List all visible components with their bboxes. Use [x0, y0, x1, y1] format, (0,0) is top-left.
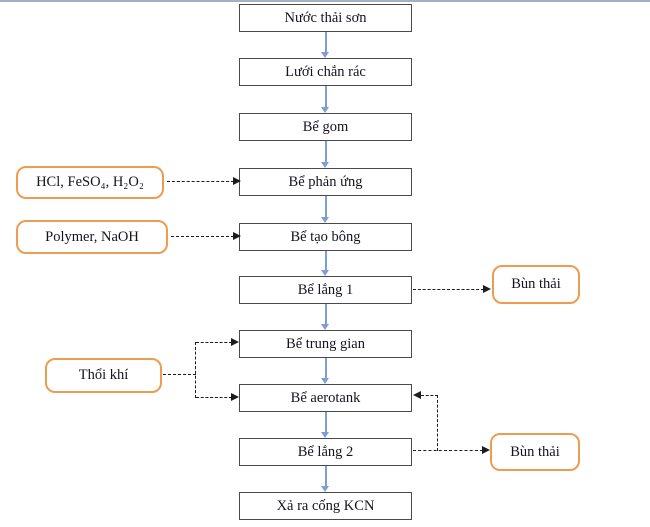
annotation-box-bun-thai-2: Bùn thải	[490, 433, 580, 471]
process-box-nuoc-thai-son: Nước thải sơn	[239, 4, 412, 32]
dashed-arrow-thoi-khi-to-be-aerotank	[196, 397, 232, 398]
flow-down-arrow-8	[321, 412, 330, 438]
dashed-line-sludge-recycle-riser	[437, 395, 438, 451]
annotation-box-polymer-naoh: Polymer, NaOH	[16, 220, 168, 254]
annotation-box-thoi-khi: Thổi khí	[45, 358, 162, 393]
flow-down-arrow-2	[321, 86, 330, 113]
flow-down-arrow-3	[321, 141, 330, 168]
arrowhead-sludge-recycle-to-be-aerotank	[413, 391, 421, 399]
flow-down-arrow-9	[321, 466, 330, 492]
annotation-box-bun-thai-1: Bùn thải	[492, 265, 580, 304]
process-box-be-gom: Bể gom	[239, 113, 412, 141]
flow-down-arrow-7	[321, 358, 330, 384]
dashed-arrow-thoi-khi-to-be-trung-gian	[196, 342, 232, 343]
annotation-box-chemicals-hcl: HCl, FeSO₄, H₂O₂	[16, 166, 164, 199]
process-box-be-tao-bong: Bể tạo bông	[239, 223, 412, 251]
process-box-be-lang-1: Bể lắng 1	[239, 276, 412, 304]
dashed-arrow-sludge-recycle-to-be-aerotank	[421, 395, 438, 396]
process-box-be-lang-2: Bể lắng 2	[239, 438, 412, 466]
arrowhead-thoi-khi-to-be-aerotank	[231, 393, 239, 401]
dashed-line-thoi-khi-stub	[163, 374, 196, 375]
process-box-xa-ra-cong-kcn: Xả ra cống KCN	[239, 492, 412, 520]
process-box-be-trung-gian: Bể trung gian	[239, 330, 412, 358]
dashed-line-thoi-khi-branch	[195, 342, 196, 398]
flow-down-arrow-6	[321, 304, 330, 330]
arrowhead-be-lang-2-to-bun-thai	[482, 446, 490, 454]
process-box-luoi-chan-rac: Lưới chắn rác	[239, 58, 412, 86]
flow-down-arrow-4	[321, 196, 330, 223]
arrowhead-thoi-khi-to-be-trung-gian	[231, 338, 239, 346]
dashed-arrow-polymer-to-be-tao-bong	[171, 236, 234, 237]
arrowhead-hcl-to-be-phan-ung	[233, 177, 241, 185]
process-box-be-aerotank: Bể aerotank	[239, 384, 412, 412]
arrowhead-be-lang-1-to-bun-thai	[483, 285, 491, 293]
dashed-arrow-be-lang-2-to-bun-thai	[413, 450, 483, 451]
top-edge-line	[0, 0, 650, 2]
flow-down-arrow-5	[321, 251, 330, 276]
dashed-arrow-hcl-to-be-phan-ung	[167, 181, 234, 182]
arrowhead-polymer-to-be-tao-bong	[233, 232, 241, 240]
flow-down-arrow-1	[321, 32, 330, 58]
dashed-arrow-be-lang-1-to-bun-thai	[413, 289, 484, 290]
process-box-be-phan-ung: Bể phản ứng	[239, 168, 412, 196]
